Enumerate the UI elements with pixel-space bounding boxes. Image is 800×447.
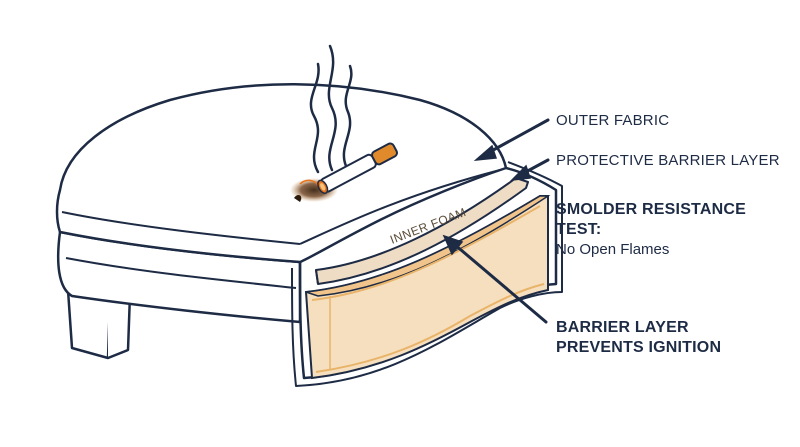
outer-fabric-arrow bbox=[484, 118, 550, 156]
prevents-ignition-callout: BARRIER LAYER PREVENTS IGNITION bbox=[556, 318, 721, 358]
prevents-ignition-arrow bbox=[452, 242, 548, 324]
inner-foam-block bbox=[304, 195, 551, 380]
smolder-test-title-line2: TEST: bbox=[556, 221, 602, 238]
ottoman-cushion bbox=[55, 83, 508, 264]
callout-arrows bbox=[442, 118, 550, 324]
smolder-test-subtitle: No Open Flames bbox=[556, 241, 670, 258]
outer-fabric-label: OUTER FABRIC bbox=[556, 112, 670, 129]
smolder-test-title-line1: SMOLDER RESISTANCE bbox=[556, 201, 746, 218]
prevents-ignition-line2: PREVENTS IGNITION bbox=[556, 339, 722, 356]
protective-barrier-label: PROTECTIVE BARRIER LAYER bbox=[556, 152, 780, 169]
smoke-icon bbox=[309, 44, 353, 174]
cigarette-icon bbox=[317, 142, 398, 195]
prevents-ignition-line1: BARRIER LAYER bbox=[556, 319, 689, 336]
smolder-test-callout: SMOLDER RESISTANCE TEST: No Open Flames bbox=[556, 200, 746, 260]
